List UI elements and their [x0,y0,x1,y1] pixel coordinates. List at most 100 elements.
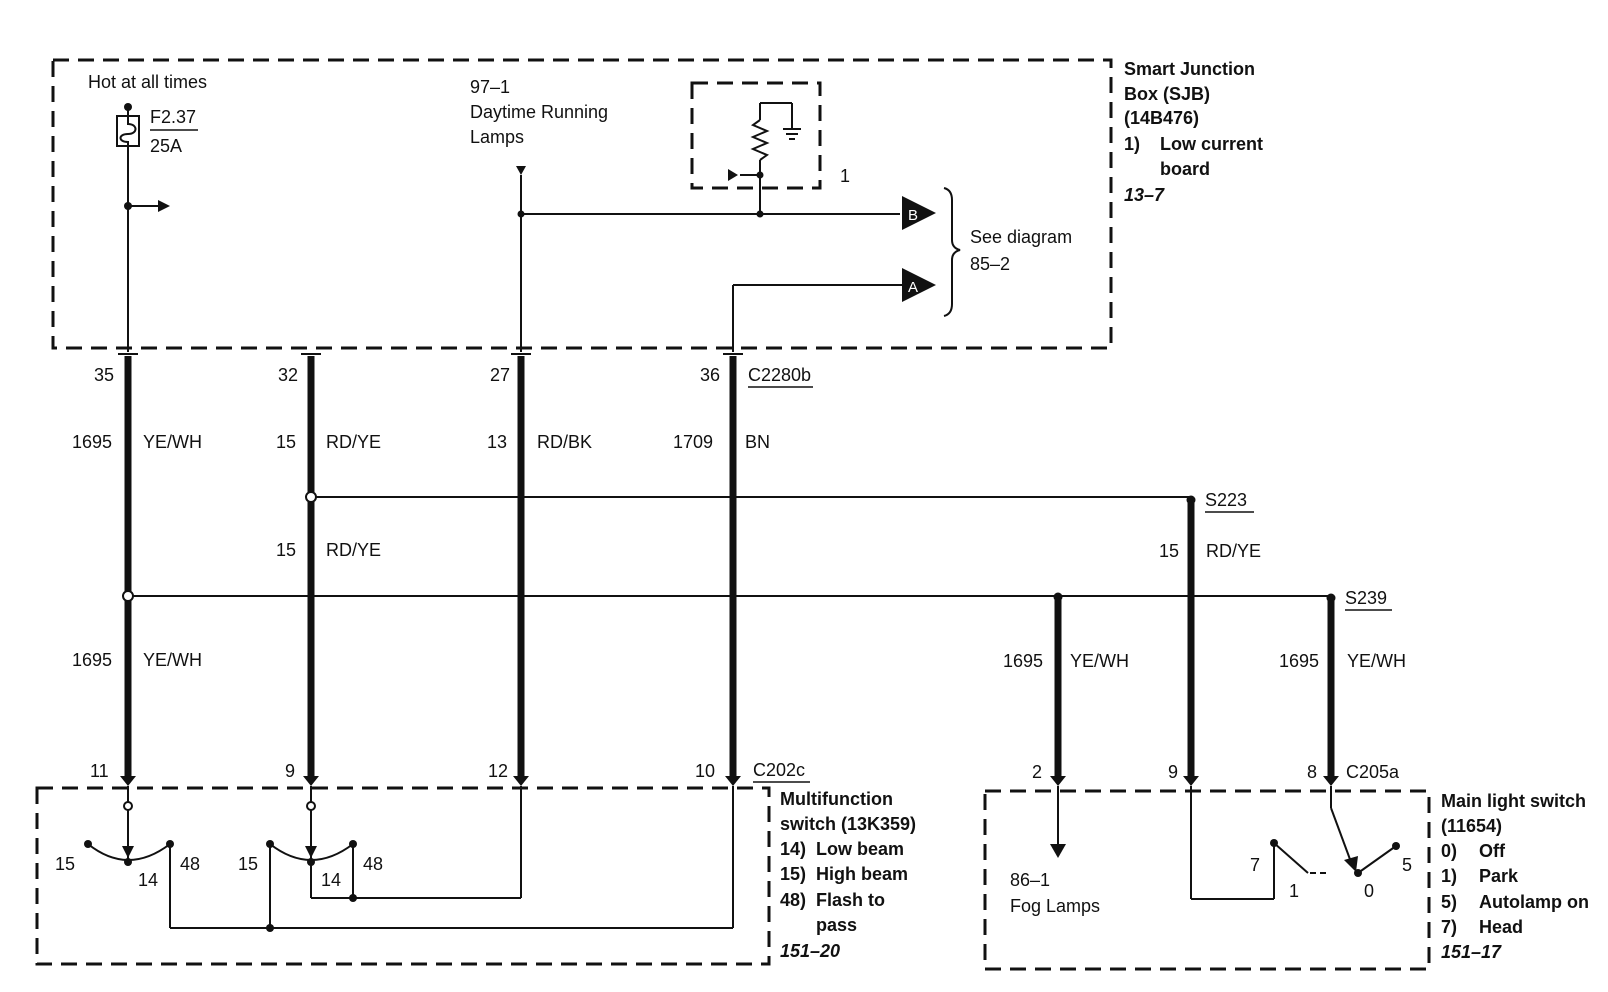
c205a-name: C205a [1346,762,1400,782]
relay-resistor-icon [750,102,793,214]
mls-title-line2: (11654) [1441,816,1502,836]
mfs-contact-a15: 15 [55,854,75,874]
wire-color-9: YE/WH [1347,651,1406,671]
mls-item-label-1: Off [1479,841,1506,861]
mfs-item-label-2: High beam [816,864,908,884]
c205a-pin-1: 2 [1032,762,1042,782]
mfs-item-num-1: 14) [780,839,806,859]
c2280b-pin-4: 36 [700,365,720,385]
wire-circuit-9: 1695 [1279,651,1319,671]
mfs-page-ref: 151–20 [780,941,840,961]
mfs-title-line2: switch (13K359) [780,814,916,834]
mfs-item-num-2: 15) [780,864,806,884]
svg-text:B: B [908,207,918,224]
mfs-item-num-3: 48) [780,890,806,910]
connector-c205a-pins [1050,776,1339,786]
main-light-switch-box [983,789,1431,971]
sjb-item-line1: Low current [1160,134,1263,154]
multifunction-switch-box [35,786,771,966]
c202c-name: C202c [753,760,805,780]
connector-a: A [902,268,936,302]
wire-color-1: YE/WH [143,432,202,452]
sjb-hot-label: Hot at all times [88,72,207,92]
mfs-contact-b48: 48 [363,854,383,874]
svg-text:A: A [908,279,918,296]
sjb-title-line2: Box (SJB) [1124,84,1210,104]
drl-line2: Lamps [470,127,524,147]
see-diagram-line1: See diagram [970,227,1072,247]
c2280b-pin-1: 35 [94,365,114,385]
mls-item-num-2: 1) [1441,866,1457,886]
c2280b-pin-3: 27 [490,365,510,385]
splice-s239-label: S239 [1345,588,1387,608]
mfs-contact-a14: 14 [138,870,158,890]
wire-color-5: RD/YE [326,540,381,560]
mfs-contact-a48: 48 [180,854,200,874]
mfs-item-label-3: Flash to [816,890,885,910]
c205a-pin-2: 9 [1168,762,1178,782]
drl-ref: 97–1 [470,77,510,97]
mls-contact-0: 0 [1364,881,1374,901]
mls-item-num-4: 7) [1441,917,1457,937]
mfs-contact-b15: 15 [238,854,258,874]
mls-contact-1: 1 [1289,881,1299,901]
sjb-title-line1: Smart Junction [1124,59,1255,79]
wire-circuit-1: 1695 [72,432,112,452]
continuation-arrow-icon [158,200,170,212]
mls-item-label-2: Park [1479,866,1519,886]
c202c-pin-1: 11 [90,761,109,781]
mls-page-ref: 151–17 [1441,942,1502,962]
c202c-pin-4: 10 [695,761,715,781]
wire-circuit-7: 15 [1159,541,1179,561]
mls-title-line1: Main light switch [1441,791,1586,811]
wire-circuit-3: 13 [487,432,507,452]
see-diagram-line2: 85–2 [970,254,1010,274]
mfs-switch-a-icon [84,786,174,928]
c202c-pin-2: 9 [285,761,295,781]
mls-contact-5: 5 [1402,855,1412,875]
sjb-title-line3: (14B476) [1124,108,1199,128]
fuse-id: F2.37 [150,107,196,127]
wire-circuit-5: 15 [276,540,296,560]
fog-ref: 86–1 [1010,870,1050,890]
sjb-item-num: 1) [1124,134,1140,154]
mls-item-label-3: Autolamp on [1479,892,1589,912]
connector-b: B [902,196,936,230]
fog-label: Fog Lamps [1010,896,1100,916]
mfs-contact-b14: 14 [321,870,341,890]
mls-contact-7: 7 [1250,855,1260,875]
ground-icon [783,128,801,140]
mls-switch-icon [1190,786,1400,900]
wire-color-3: RD/BK [537,432,592,452]
mls-item-label-4: Head [1479,917,1523,937]
drl-line1: Daytime Running [470,102,608,122]
mfs-item-cont: pass [816,915,857,935]
wire-circuit-2: 15 [276,432,296,452]
wire-circuit-6: 1695 [72,650,112,670]
c2280b-pin-2: 32 [278,365,298,385]
mls-item-num-3: 5) [1441,892,1457,912]
sjb-page-ref: 13–7 [1124,185,1165,205]
c205a-pin-3: 8 [1307,762,1317,782]
c2280b-name: C2280b [748,365,811,385]
mfs-item-label-1: Low beam [816,839,904,859]
wire-color-4: BN [745,432,770,452]
drl-arrow-icon [516,166,526,175]
wire-color-2: RD/YE [326,432,381,452]
wire-circuit-4: 1709 [673,432,713,452]
c202c-pin-3: 12 [488,761,508,781]
splice-s223-label: S223 [1205,490,1247,510]
connector-c202c-pins [120,776,741,786]
mfs-switch-b-icon [266,786,357,928]
mls-item-num-1: 0) [1441,841,1457,861]
relay-pin: 1 [840,166,850,186]
fog-lamps-arrow-icon [1050,844,1066,858]
fuse-icon [116,103,140,147]
wire-circuit-8: 1695 [1003,651,1043,671]
mfs-title-line1: Multifunction [780,789,893,809]
sjb-box [51,58,1113,350]
relay-box [690,81,822,190]
sjb-item-line2: board [1160,159,1210,179]
